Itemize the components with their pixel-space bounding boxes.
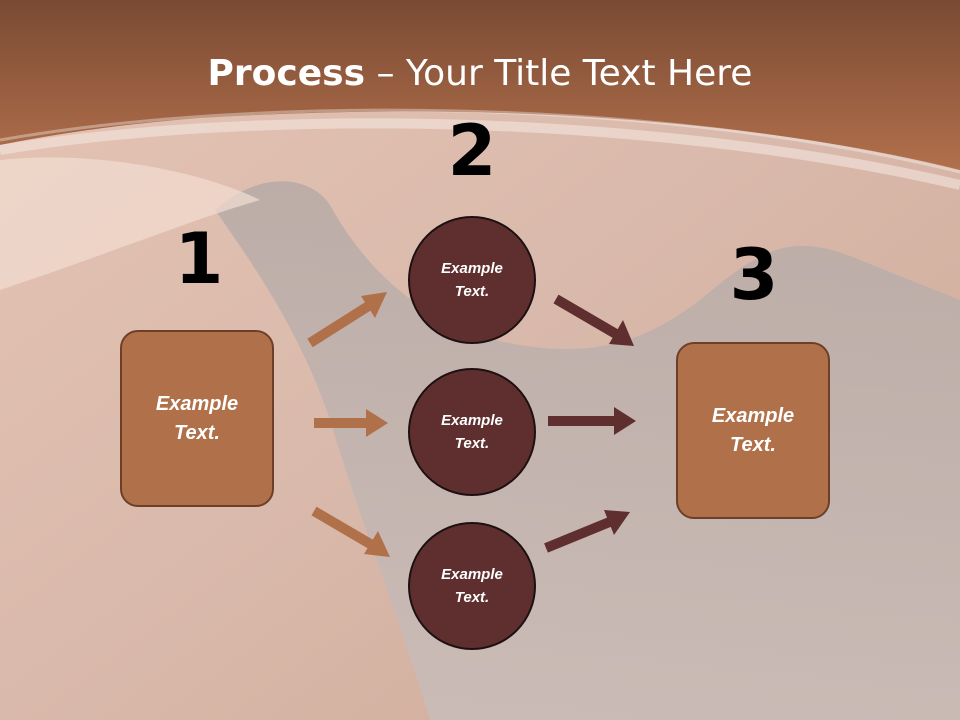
step-number-1: 1 bbox=[174, 218, 224, 300]
step-1-box: Example Text. bbox=[120, 330, 274, 507]
slide-title: Process – Your Title Text Here bbox=[0, 52, 960, 96]
step-number-2: 2 bbox=[447, 110, 497, 192]
step-2-circle-bottom: Example Text. bbox=[408, 522, 536, 650]
circle-middle-line2: Text. bbox=[454, 435, 490, 452]
circle-top-line1: Example bbox=[441, 260, 503, 277]
step-number-3: 3 bbox=[729, 234, 779, 316]
circle-bottom-line1: Example bbox=[441, 566, 503, 583]
title-bold: Process bbox=[207, 53, 366, 94]
circle-bottom-line2: Text. bbox=[454, 589, 490, 606]
step-2-circle-middle: Example Text. bbox=[408, 368, 536, 496]
step-1-box-line2: Text. bbox=[174, 421, 220, 444]
step-1-box-line1: Example bbox=[155, 392, 239, 415]
circle-middle-line1: Example bbox=[441, 412, 503, 429]
step-2-circle-top: Example Text. bbox=[408, 216, 536, 344]
circle-top-line2: Text. bbox=[454, 283, 490, 300]
step-3-box-line2: Text. bbox=[730, 433, 776, 456]
step-3-box: Example Text. bbox=[676, 342, 830, 519]
title-rest: – Your Title Text Here bbox=[365, 53, 753, 94]
step-3-box-line1: Example bbox=[711, 404, 795, 427]
